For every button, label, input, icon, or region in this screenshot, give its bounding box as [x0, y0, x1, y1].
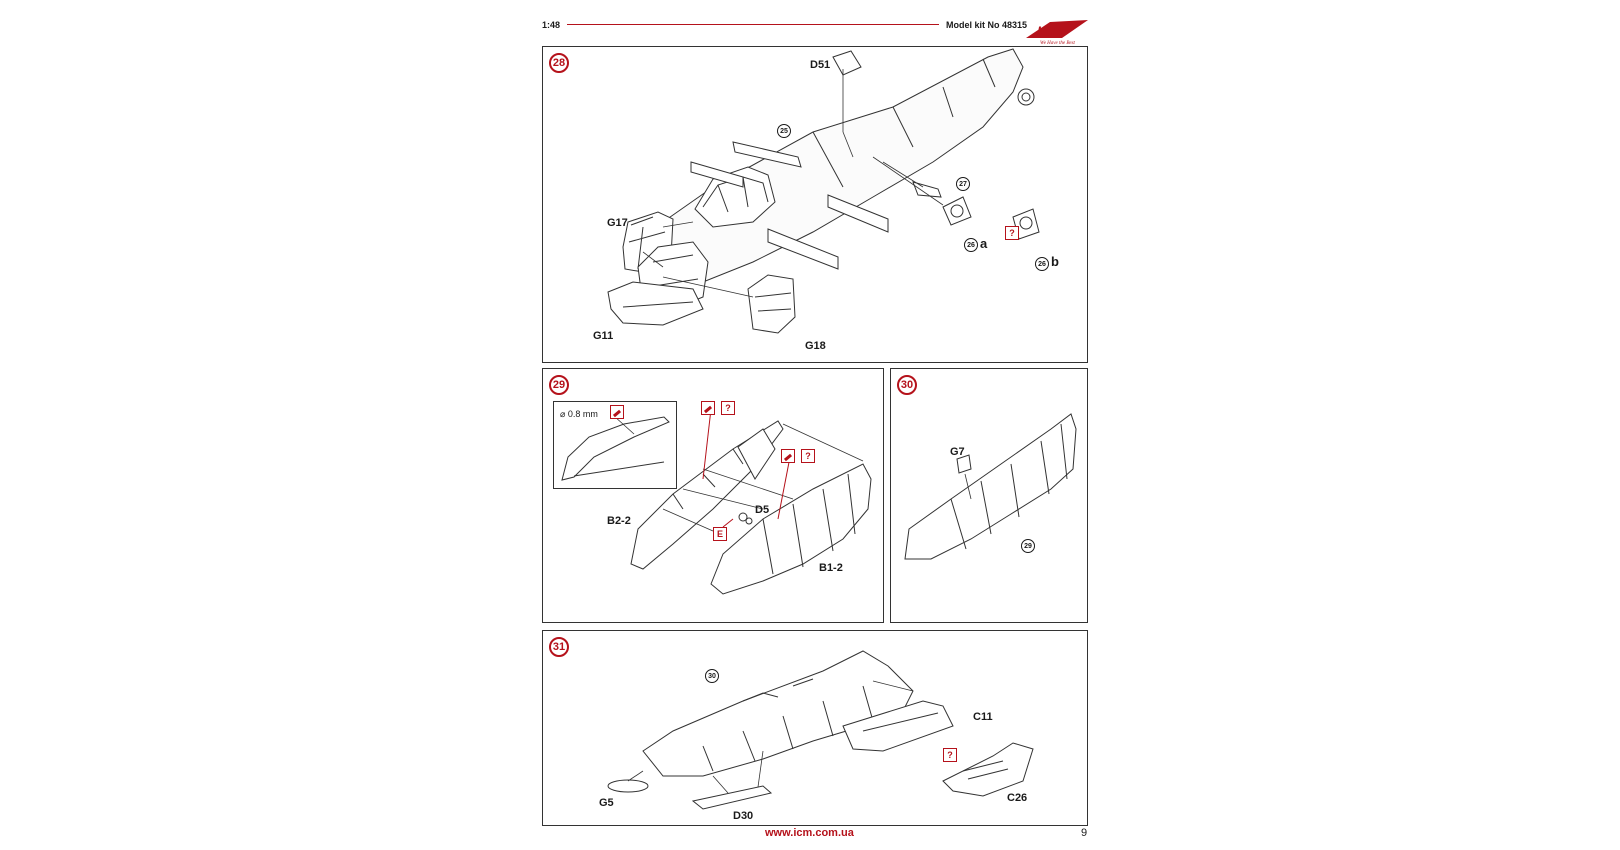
step-31-drawing: [607, 650, 1034, 810]
scale-label: 1:48: [542, 20, 561, 30]
step-30-drawing: [904, 413, 1077, 560]
part-d30-label: D30: [733, 810, 754, 822]
step-ref-26a: 26: [964, 238, 978, 252]
step-ref-26b-suffix: b: [1051, 254, 1059, 269]
step-31-panel: 31 30 C11 G5 D30 C26 ?: [542, 630, 1088, 826]
marker-e: E: [713, 527, 727, 541]
step-29-panel: 29 ⌀ 0.8 mm B2-2 D5 B1-2 E ? ?: [542, 368, 884, 623]
header-rule: [567, 24, 939, 25]
part-b12-label: B1-2: [819, 562, 843, 574]
icm-logo: ICM We Have the Best: [1022, 16, 1092, 46]
step-30-panel: 30 G7 29: [890, 368, 1088, 623]
optional-part-question-2: ?: [801, 449, 815, 463]
step-ref-26a-suffix: a: [980, 236, 988, 251]
logo-tagline: We Have the Best: [1040, 41, 1076, 46]
glue-icon-2: [781, 449, 795, 463]
step-ref-25: 25: [777, 124, 791, 138]
part-d5-label: D5: [755, 504, 770, 516]
inset-drawing: [561, 415, 670, 481]
step-31-number: 31: [549, 637, 569, 657]
step-28-panel: 28 D51 G17 G11 G18 25 27 26 a 26 b ?: [542, 46, 1088, 363]
step-ref-30: 30: [705, 669, 719, 683]
part-d51-label: D51: [810, 59, 831, 71]
page-number: 9: [1081, 827, 1088, 839]
glue-icon-1: [701, 401, 715, 415]
step-28-number: 28: [549, 53, 569, 73]
step-29-number: 29: [549, 375, 569, 395]
drill-detail-inset: ⌀ 0.8 mm: [553, 401, 677, 489]
part-c11-label: C11: [973, 711, 993, 723]
part-g11-label: G11: [593, 330, 614, 342]
optional-part-question-1: ?: [721, 401, 735, 415]
drill-icon: [610, 405, 624, 419]
part-g18-label: G18: [805, 340, 826, 352]
optional-part-question: ?: [943, 748, 957, 762]
step-ref-27: 27: [956, 177, 970, 191]
part-g17-label: G17: [607, 217, 628, 229]
step-28-drawing: [607, 48, 1040, 334]
part-b22-label: B2-2: [607, 515, 631, 527]
step-ref-29: 29: [1021, 539, 1035, 553]
step-30-number: 30: [897, 375, 917, 395]
footer-url[interactable]: www.icm.com.ua: [765, 827, 854, 839]
step-ref-26b: 26: [1035, 257, 1049, 271]
logo-text: ICM: [1037, 23, 1063, 39]
part-c26-label: C26: [1007, 792, 1028, 804]
optional-part-question: ?: [1005, 226, 1019, 240]
drill-size-label: ⌀ 0.8 mm: [560, 409, 598, 419]
step-29-drawing: [630, 408, 872, 595]
part-g7-label: G7: [950, 446, 965, 458]
kit-number: Model kit No 48315: [946, 20, 1028, 30]
part-g5-label: G5: [599, 797, 614, 809]
